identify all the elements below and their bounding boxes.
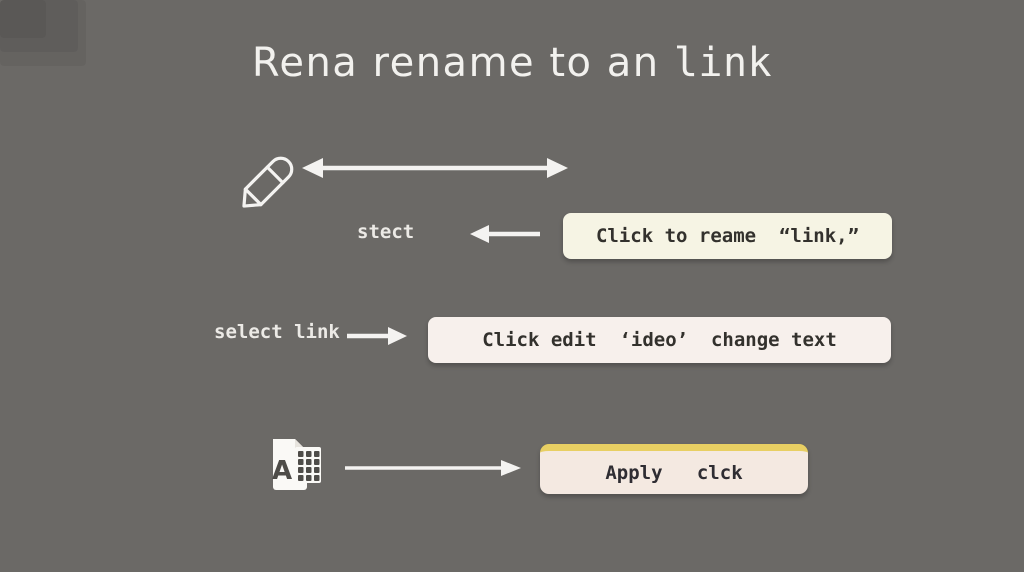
- title-mono: link: [673, 40, 773, 86]
- document-icon-letter: A: [272, 456, 292, 486]
- document-icon: A: [261, 433, 323, 495]
- background-artifact: [0, 0, 78, 52]
- right-arrow-icon: [345, 325, 409, 347]
- rename-instruction-box: Click to reame “link,”: [563, 213, 892, 259]
- title-main: Rena rename to an: [251, 40, 674, 86]
- background-artifact: [0, 0, 46, 38]
- apply-button-text: Apply clck: [605, 461, 743, 484]
- diagram-title: Rena rename to an link: [0, 40, 1024, 86]
- edit-instruction-box: Click edit ‘ideo’ change text: [428, 317, 891, 363]
- step-label-stect: stect: [357, 221, 415, 243]
- step-label-select-link: select link: [214, 321, 340, 343]
- apply-button-box: Apply clck: [540, 444, 808, 494]
- pencil-icon: [231, 145, 306, 220]
- right-arrow-icon: [343, 457, 523, 479]
- background-artifact: [0, 0, 86, 66]
- edit-instruction-text: Click edit ‘ideo’ change text: [482, 329, 837, 351]
- left-arrow-icon: [468, 223, 542, 245]
- rename-instruction-text: Click to reame “link,”: [595, 225, 860, 247]
- double-arrow-icon: [300, 155, 570, 181]
